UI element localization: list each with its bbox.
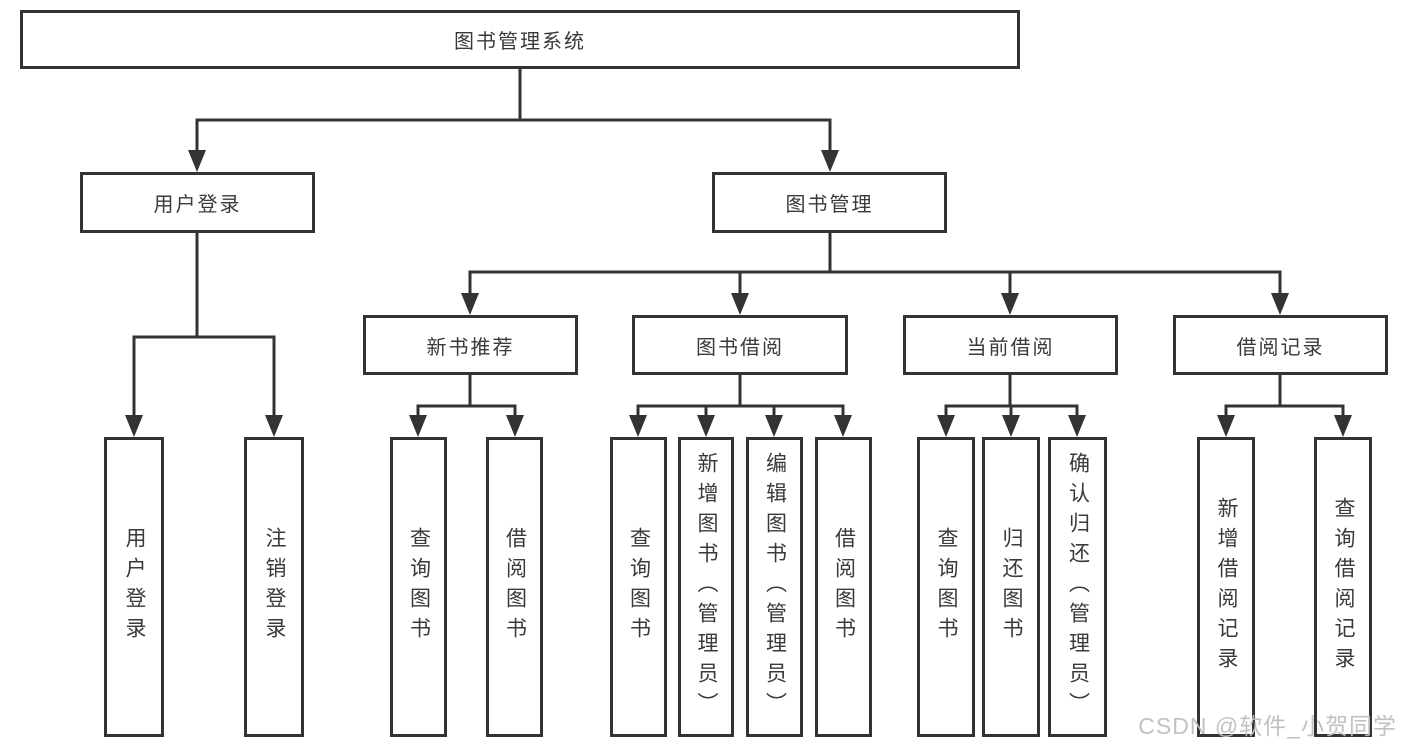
node-book-borrow: 图书借阅	[632, 315, 848, 375]
node-root-label: 图书管理系统	[454, 31, 586, 53]
node-current-borrow-label: 当前借阅	[966, 336, 1055, 359]
node-borrow-records-label: 借阅记录	[1236, 336, 1325, 359]
node-leaf-borrow-books-label: 借阅图书	[832, 527, 856, 647]
node-book-management: 图书管理	[712, 172, 947, 233]
node-user-login-label: 用户登录	[153, 194, 242, 216]
node-leaf-query-books-borrow: 查询图书	[610, 437, 667, 737]
node-leaf-user-login: 用户登录	[104, 437, 164, 737]
node-leaf-borrow-books-recommend: 借阅图书	[486, 437, 543, 737]
node-current-borrow: 当前借阅	[903, 315, 1118, 375]
node-leaf-add-borrow-record-label: 新增借阅记录	[1215, 497, 1238, 677]
node-leaf-query-books-recommend-label: 查询图书	[407, 527, 431, 647]
node-leaf-query-borrow-record-label: 查询借阅记录	[1332, 497, 1355, 677]
node-leaf-query-books-current-label: 查询图书	[935, 527, 958, 647]
node-new-book-recommend-label: 新书推荐	[426, 336, 515, 359]
node-leaf-borrow-books-recommend-label: 借阅图书	[503, 527, 527, 647]
node-leaf-add-books-admin: 新增图书（管理员）	[678, 437, 734, 737]
node-book-management-label: 图书管理	[785, 194, 874, 216]
node-leaf-edit-books-admin-label: 编辑图书（管理员）	[763, 452, 787, 722]
node-leaf-user-login-label: 用户登录	[123, 527, 146, 647]
node-new-book-recommend: 新书推荐	[363, 315, 578, 375]
node-user-login: 用户登录	[80, 172, 315, 233]
node-leaf-return-books: 归还图书	[982, 437, 1040, 737]
arrowhead-icons	[125, 150, 1352, 437]
node-leaf-edit-books-admin: 编辑图书（管理员）	[746, 437, 803, 737]
node-leaf-query-borrow-record: 查询借阅记录	[1314, 437, 1372, 737]
node-leaf-logout: 注销登录	[244, 437, 304, 737]
node-leaf-borrow-books: 借阅图书	[815, 437, 872, 737]
node-root: 图书管理系统	[20, 10, 1020, 69]
node-leaf-confirm-return-admin: 确认归还（管理员）	[1048, 437, 1107, 737]
node-leaf-query-books-recommend: 查询图书	[390, 437, 447, 737]
node-leaf-return-books-label: 归还图书	[1000, 527, 1023, 647]
node-leaf-confirm-return-admin-label: 确认归还（管理员）	[1066, 452, 1090, 722]
node-book-borrow-label: 图书借阅	[696, 336, 784, 359]
node-leaf-add-books-admin-label: 新增图书（管理员）	[695, 452, 718, 722]
node-leaf-logout-label: 注销登录	[263, 527, 286, 647]
node-leaf-add-borrow-record: 新增借阅记录	[1197, 437, 1255, 737]
node-borrow-records: 借阅记录	[1173, 315, 1388, 375]
node-leaf-query-books-current: 查询图书	[917, 437, 975, 737]
node-leaf-query-books-borrow-label: 查询图书	[627, 527, 651, 647]
